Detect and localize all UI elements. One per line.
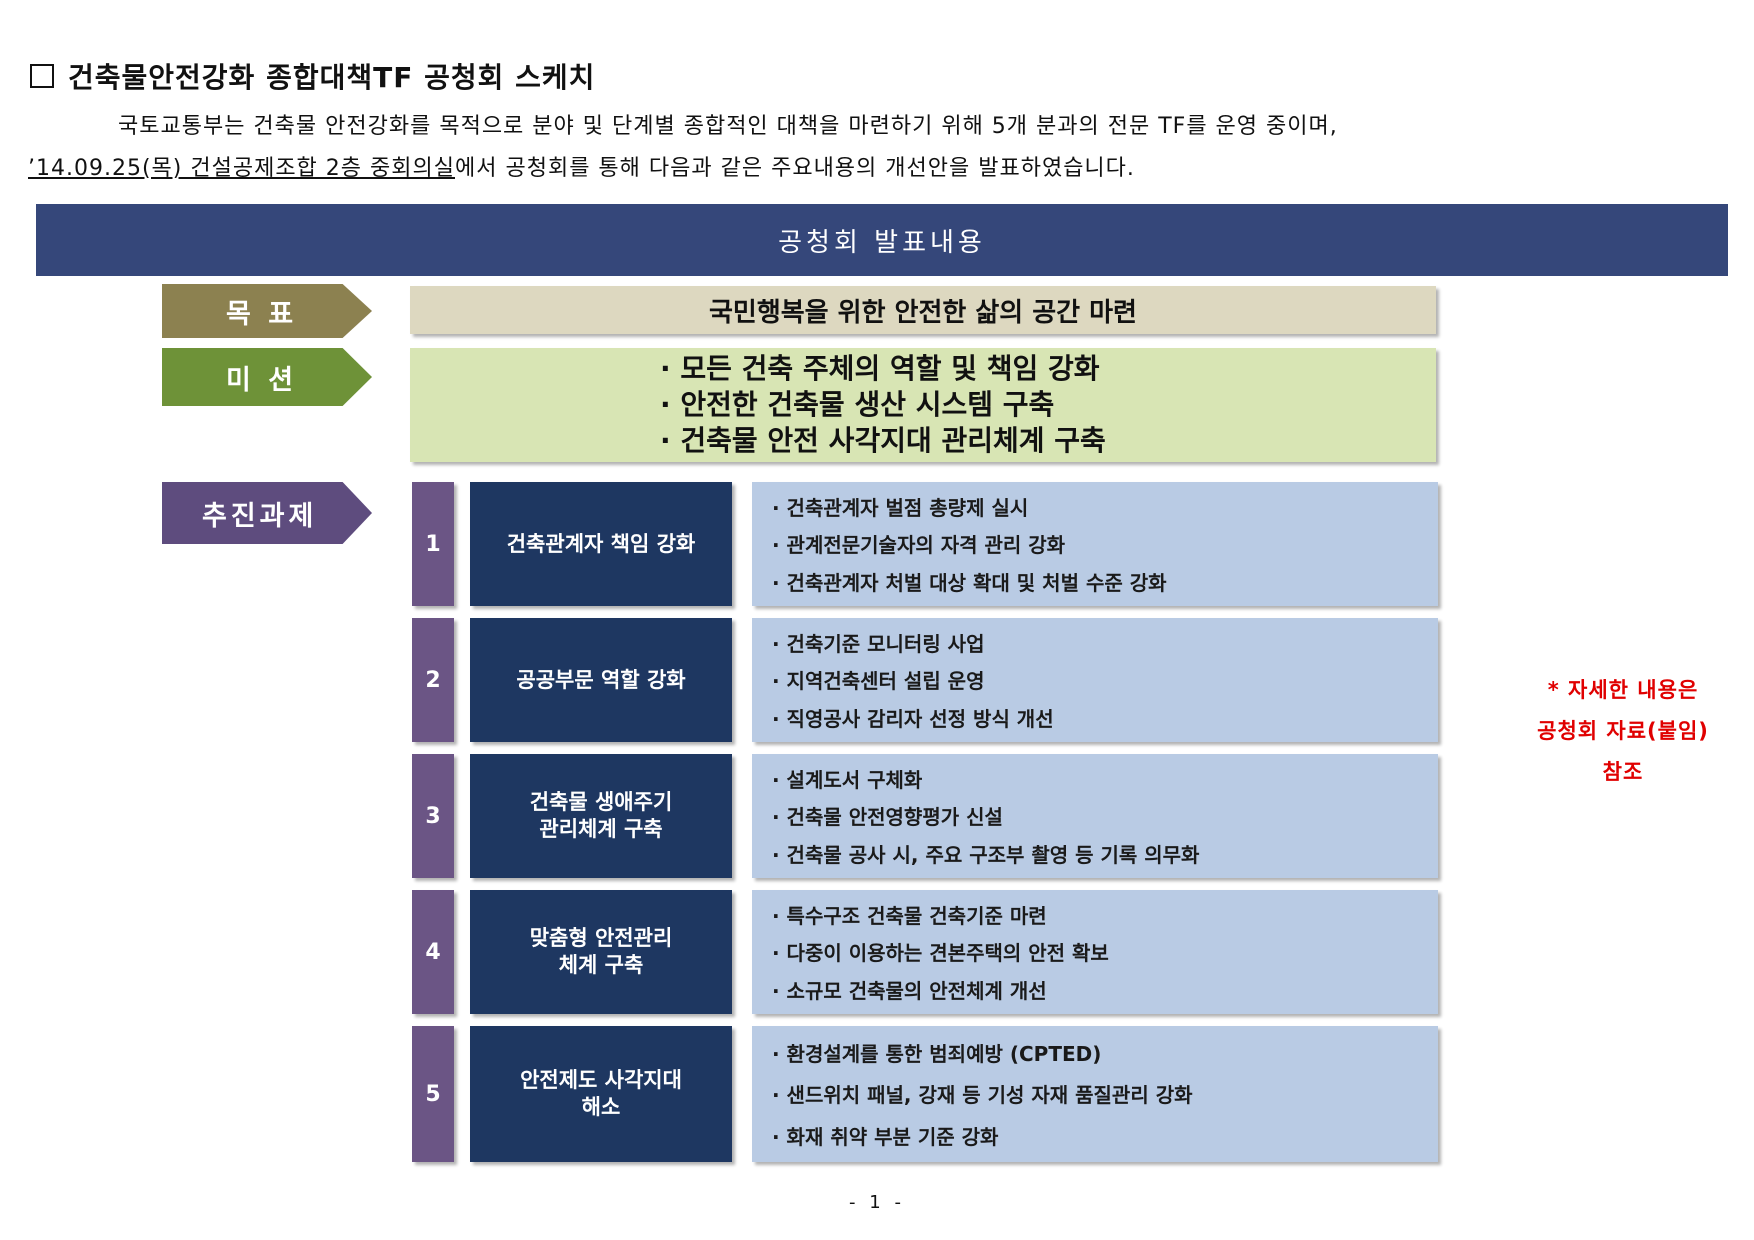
checkbox-square-icon [30,64,54,88]
heading-text: 건축물안전강화 종합대책TF 공청회 스케치 [68,61,596,94]
task-detail-item: · 건축관계자 처벌 대상 확대 및 처벌 수준 강화 [772,570,1167,595]
task-details: · 건축관계자 벌점 총량제 실시 · 관계전문기술자의 자격 관리 강화 · … [752,482,1438,606]
presentation-banner: 공청회 발표내용 [36,204,1728,276]
task-detail-item: · 건축물 공사 시, 주요 구조부 촬영 등 기록 의무화 [772,842,1200,867]
task-detail-item: · 샌드위치 패널, 강재 등 기성 자재 품질관리 강화 [772,1083,1193,1108]
intro-date-location: ’14.09.25(목) 건설공제조합 2층 중회의실 [28,156,455,181]
task-number: 4 [412,890,454,1014]
task-detail-item: · 지역건축센터 설립 운영 [772,669,985,694]
task-row-3: 3 건축물 생애주기 관리체계 구축 · 설계도서 구체화 · 건축물 안전영향… [412,754,1438,878]
task-detail-item: · 직영공사 감리자 선정 방식 개선 [772,706,1054,731]
task-row-4: 4 맞춤형 안전관리 체계 구축 · 특수구조 건축물 건축기준 마련 · 다중… [412,890,1438,1014]
task-title-line: 해소 [581,1095,621,1119]
intro-line-2: ’14.09.25(목) 건설공제조합 2층 중회의실에서 공청회를 통해 다음… [28,148,1728,190]
task-title: 건축관계자 책임 강화 [470,482,732,606]
task-row-1: 1 건축관계자 책임 강화 · 건축관계자 벌점 총량제 실시 · 관계전문기술… [412,482,1438,606]
page-number: - 1 - [849,1192,905,1213]
mission-item: · 안전한 건축물 생산 시스템 구축 [660,388,1055,421]
task-title: 건축물 생애주기 관리체계 구축 [470,754,732,878]
mission-item: · 건축물 안전 사각지대 관리체계 구축 [660,424,1106,457]
task-detail-item: · 관계전문기술자의 자격 관리 강화 [772,533,1066,558]
mission-tag: 미 션 [162,348,372,406]
task-title-line: 건축관계자 책임 강화 [506,531,696,556]
task-row-2: 2 공공부문 역할 강화 · 건축기준 모니터링 사업 · 지역건축센터 설립 … [412,618,1438,742]
task-details: · 환경설계를 통한 범죄예방 (CPTED) · 샌드위치 패널, 강재 등 … [752,1026,1438,1162]
task-detail-item: · 건축관계자 벌점 총량제 실시 [772,496,1029,521]
intro-line-2-rest: 에서 공청회를 통해 다음과 같은 주요내용의 개선안을 발표하였습니다. [455,156,1135,181]
goal-box: 국민행복을 위한 안전한 삶의 공간 마련 [410,286,1436,334]
document-heading: 건축물안전강화 종합대책TF 공청회 스케치 [30,56,595,96]
task-title-line: 안전제도 사각지대 [520,1068,682,1092]
task-title-line: 공공부문 역할 강화 [516,667,686,692]
goal-tag: 목 표 [162,284,372,338]
task-detail-item: · 다중이 이용하는 견본주택의 안전 확보 [772,941,1109,966]
task-detail-item: · 환경설계를 통한 범죄예방 (CPTED) [772,1042,1102,1067]
task-number: 1 [412,482,454,606]
tasks-tag: 추진과제 [162,482,372,544]
reference-note: * 자세한 내용은 공청회 자료(붙임) 참조 [1508,670,1738,793]
task-details: · 설계도서 구체화 · 건축물 안전영향평가 신설 · 건축물 공사 시, 주… [752,754,1438,878]
task-detail-item: · 소규모 건축물의 안전체계 개선 [772,978,1047,1003]
task-detail-item: · 건축기준 모니터링 사업 [772,632,985,657]
note-line: * 자세한 내용은 [1547,678,1699,702]
intro-line-1: 국토교통부는 건축물 안전강화를 목적으로 분야 및 단계별 종합적인 대책을 … [118,114,1338,139]
task-title-line: 관리체계 구축 [539,817,663,841]
task-detail-item: · 특수구조 건축물 건축기준 마련 [772,904,1047,929]
task-number: 5 [412,1026,454,1162]
note-line: 공청회 자료(붙임) [1537,719,1709,743]
intro-paragraph: 국토교통부는 건축물 안전강화를 목적으로 분야 및 단계별 종합적인 대책을 … [28,106,1728,190]
mission-box: · 모든 건축 주체의 역할 및 책임 강화 · 안전한 건축물 생산 시스템 … [410,348,1436,462]
task-title-line: 체계 구축 [558,953,644,977]
task-title: 맞춤형 안전관리 체계 구축 [470,890,732,1014]
task-number: 2 [412,618,454,742]
note-line: 참조 [1602,760,1644,784]
mission-item: · 모든 건축 주체의 역할 및 책임 강화 [660,352,1100,385]
task-title-line: 건축물 생애주기 [529,790,673,814]
task-detail-item: · 화재 취약 부분 기준 강화 [772,1124,999,1149]
task-title: 안전제도 사각지대 해소 [470,1026,732,1162]
task-detail-item: · 설계도서 구체화 [772,768,923,793]
task-details: · 건축기준 모니터링 사업 · 지역건축센터 설립 운영 · 직영공사 감리자… [752,618,1438,742]
task-detail-item: · 건축물 안전영향평가 신설 [772,805,1003,830]
task-number: 3 [412,754,454,878]
task-row-5: 5 안전제도 사각지대 해소 · 환경설계를 통한 범죄예방 (CPTED) ·… [412,1026,1438,1162]
task-title-line: 맞춤형 안전관리 [529,926,673,950]
task-title: 공공부문 역할 강화 [470,618,732,742]
task-details: · 특수구조 건축물 건축기준 마련 · 다중이 이용하는 견본주택의 안전 확… [752,890,1438,1014]
